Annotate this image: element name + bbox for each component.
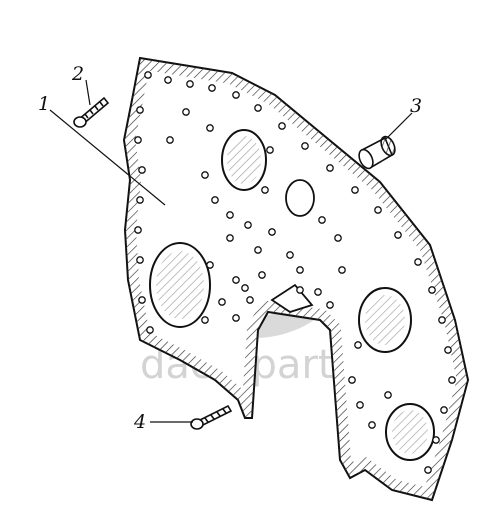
bolt-hole [244, 221, 252, 229]
callout-2: 2 [71, 63, 84, 85]
bolt-hole [278, 122, 286, 130]
bolt-hole [232, 276, 240, 284]
bolt-hole [144, 71, 152, 79]
bolt-hole [201, 171, 209, 179]
bolt-hole [146, 326, 154, 334]
bolt-hole [351, 186, 359, 194]
bolt-hole [428, 286, 436, 294]
bolt-hole [368, 421, 376, 429]
opening-mid [285, 179, 315, 217]
bolt-hole [384, 391, 392, 399]
bolt-hole [164, 76, 172, 84]
callout-4: 4 [133, 411, 146, 433]
bolt-hole [186, 80, 194, 88]
bolt-hole [166, 136, 174, 144]
bolt-hole [211, 196, 219, 204]
slot [270, 283, 314, 313]
bolt-hole [232, 91, 240, 99]
bolt-hole [206, 124, 214, 132]
bolt-hole [356, 401, 364, 409]
bolt-hole [206, 261, 214, 269]
bolt-hole [226, 211, 234, 219]
bolt-hole [296, 286, 304, 294]
bolt-hole [301, 142, 309, 150]
bolt-part-2 [73, 96, 110, 128]
callout-1: 1 [38, 93, 50, 115]
bolt-hole [201, 316, 209, 324]
bolt-hole [414, 258, 422, 266]
bolt-hole [208, 84, 216, 92]
bolt-hole [354, 341, 362, 349]
bolt-hole [334, 234, 342, 242]
bolt-hole [134, 226, 142, 234]
callout-3: 3 [410, 95, 422, 117]
bolt-hole [258, 271, 266, 279]
bolt-hole [448, 376, 456, 384]
bolt-hole [218, 298, 226, 306]
bolt-hole [136, 256, 144, 264]
leader-lines [49, 79, 413, 423]
bolt-hole [226, 234, 234, 242]
bolt-hole [348, 376, 356, 384]
bolt-hole [266, 146, 274, 154]
bolt-holes [134, 71, 456, 474]
bolt-hole [326, 301, 334, 309]
bolt-hole [318, 216, 326, 224]
bolt-hole [326, 164, 334, 172]
bolt-hole [138, 166, 146, 174]
bolt-hole [254, 246, 262, 254]
bolt-hole [136, 196, 144, 204]
bolt-hole [241, 284, 249, 292]
bolt-hole [232, 314, 240, 322]
bolt-hole [424, 466, 432, 474]
bolt-hole [254, 104, 262, 112]
bolt-hole [261, 186, 269, 194]
bolt-hole [338, 266, 346, 274]
bolt-part-4 [190, 404, 233, 430]
bolt-hole [138, 296, 146, 304]
bolt-hole [394, 231, 402, 239]
bolt-hole [268, 228, 276, 236]
bolt-hole [134, 136, 142, 144]
bolt-hole [438, 316, 446, 324]
bolt-hole [314, 288, 322, 296]
bolt-hole [444, 346, 452, 354]
bolt-hole [286, 251, 294, 259]
bolt-hole [374, 206, 382, 214]
flywheel-housing-plate [122, 56, 470, 502]
bolt-hole [136, 106, 144, 114]
bolt-hole [296, 266, 304, 274]
bolt-hole [246, 296, 254, 304]
bolt-hole [432, 436, 440, 444]
bolt-hole [440, 406, 448, 414]
bushing-part-3 [358, 135, 396, 170]
bolt-hole [182, 108, 190, 116]
